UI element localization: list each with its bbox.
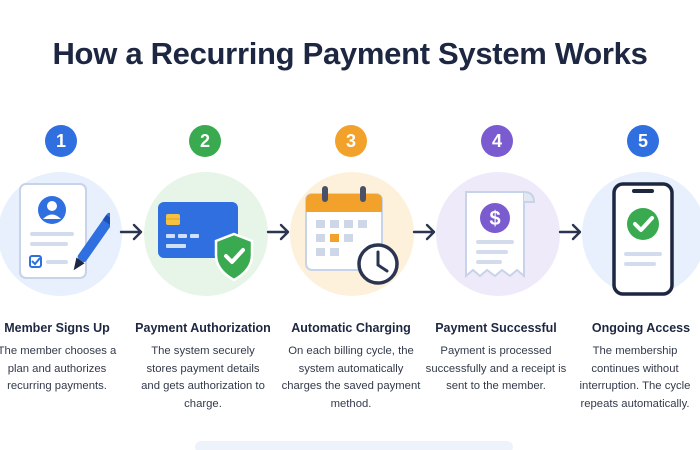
step-1-description: The member chooses a plan and authorizes… [0,345,117,392]
step-3-title: Automatic Charging [291,321,411,335]
step-4-title: Payment Successful [435,321,557,335]
step-5-number-badge: 5 [627,125,659,157]
calendar-clock-icon [305,186,399,285]
step-4-number-badge: 4 [481,125,513,157]
step-3-number-badge: 3 [335,125,367,157]
step-2-description: The system securely stores payment detai… [141,345,265,410]
step-1-number-badge: 1 [45,125,77,157]
svg-text:$: $ [489,208,500,230]
step-2-title: Payment Authorization [135,321,271,335]
step-5-title: Ongoing Access [591,321,691,335]
signup-form-icon [19,183,110,279]
step-5-description: The membership continues without interru… [579,345,691,410]
step-1-title: Member Signs Up [4,321,110,335]
credit-card-shield-icon [158,202,254,282]
step-3-description: On each billing cycle, the system automa… [281,345,421,410]
receipt-dollar-icon: $ [465,191,536,279]
step-4-description: Payment is processed successfully and a … [425,345,567,392]
arrow-right-icon [266,223,290,241]
arrow-right-icon [412,223,436,241]
phone-check-icon [612,182,674,296]
page-title: How a Recurring Payment System Works [52,36,648,71]
step-2-number-badge: 2 [189,125,221,157]
bottom-banner [195,441,513,450]
arrow-right-icon [119,223,143,241]
arrow-right-icon [558,223,582,241]
